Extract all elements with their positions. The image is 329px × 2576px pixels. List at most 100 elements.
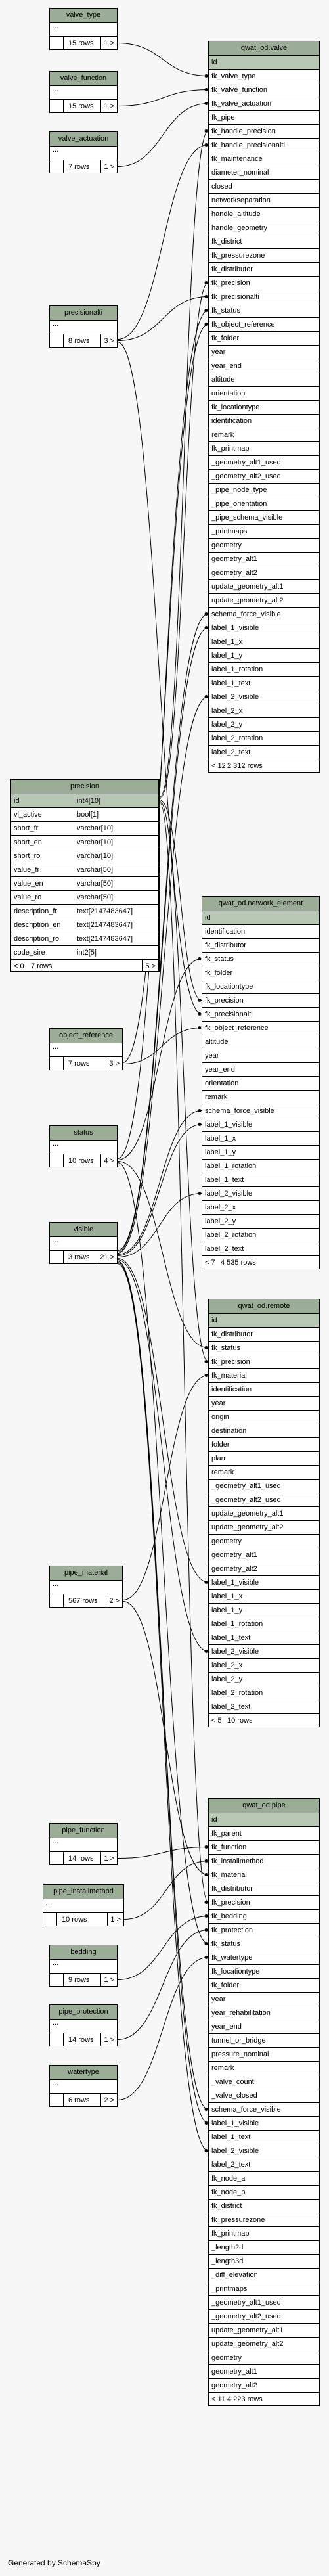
child-count[interactable]: 3 > <box>100 334 117 347</box>
table-column[interactable]: label_2_rotation <box>209 1686 319 1700</box>
table-column[interactable]: fk_status <box>209 304 319 318</box>
table-column[interactable]: altitude <box>202 1035 319 1049</box>
table-column[interactable]: schema_force_visible <box>202 1104 319 1118</box>
table-column[interactable]: fk_node_b <box>209 2186 319 2200</box>
table-column[interactable]: fk_distributor <box>202 939 319 953</box>
table-column[interactable]: label_1_text <box>202 1173 319 1187</box>
table-title[interactable]: status <box>50 1126 117 1141</box>
table-column[interactable]: label_1_visible <box>202 1118 319 1132</box>
table-title[interactable]: precisionalti <box>50 306 117 321</box>
table-title[interactable]: object_reference <box>50 1029 122 1043</box>
table-column[interactable]: geometry_alt1 <box>209 1548 319 1562</box>
table-column[interactable]: _geometry_alt1_used <box>209 456 319 470</box>
table-column[interactable]: geometry <box>209 2351 319 2365</box>
table-column[interactable]: fk_handle_precision <box>209 125 319 139</box>
table-column[interactable]: fk_status <box>209 1342 319 1355</box>
table-column[interactable]: identification <box>209 1383 319 1397</box>
table-column[interactable]: fk_district <box>209 2200 319 2213</box>
table-column[interactable]: orientation <box>202 1077 319 1091</box>
primary-key-column[interactable]: id <box>202 911 319 925</box>
table-column[interactable]: geometry_alt2 <box>209 1562 319 1576</box>
table-column[interactable]: _valve_closed <box>209 2089 319 2103</box>
table-column[interactable]: label_1_rotation <box>202 1160 319 1173</box>
table-title[interactable]: valve_function <box>50 72 117 86</box>
table-column[interactable]: _length2d <box>209 2241 319 2255</box>
child-count[interactable]: 2 > <box>100 2094 117 2106</box>
table-column[interactable]: remark <box>202 1091 319 1104</box>
child-count[interactable]: 1 > <box>100 37 117 49</box>
table-column[interactable]: fk_watertype <box>209 1951 319 1965</box>
table-column[interactable]: _pipe_node_type <box>209 484 319 497</box>
table-column[interactable]: year <box>202 1049 319 1063</box>
table-column[interactable]: fk_locationtype <box>202 980 319 994</box>
table-title[interactable]: valve_actuation <box>50 132 117 147</box>
table-column[interactable]: identification <box>202 925 319 939</box>
table-column[interactable]: _diff_elevation <box>209 2269 319 2282</box>
table-column[interactable]: fk_distributor <box>209 263 319 277</box>
table-column[interactable]: fk_protection <box>209 1924 319 1937</box>
table-column[interactable]: fk_pressurezone <box>209 249 319 263</box>
child-count[interactable]: 1 > <box>100 160 117 173</box>
table-column[interactable]: diameter_nominal <box>209 166 319 180</box>
child-count[interactable]: 3 > <box>106 1057 122 1070</box>
table-column[interactable]: label_2_text <box>209 2158 319 2172</box>
table-column[interactable]: label_1_y <box>202 1146 319 1160</box>
table-column[interactable]: plan <box>209 1452 319 1466</box>
table-column[interactable]: folder <box>209 1438 319 1452</box>
parent-count[interactable]: < 7 <box>205 1259 215 1267</box>
table-column[interactable]: fk_distributor <box>209 1882 319 1896</box>
parent-count[interactable]: < 0 <box>14 962 24 970</box>
table-column[interactable]: fk_handle_precisionalti <box>209 139 319 152</box>
table-column[interactable]: _pipe_schema_visible <box>209 511 319 525</box>
table-column[interactable]: label_2_rotation <box>209 732 319 746</box>
table-column[interactable]: year <box>209 346 319 359</box>
table-column[interactable]: label_1_text <box>209 677 319 690</box>
table-column[interactable]: fk_function <box>209 1841 319 1855</box>
table-column[interactable]: _length3d <box>209 2255 319 2269</box>
table-column[interactable]: label_1_x <box>209 1590 319 1604</box>
table-title[interactable]: pipe_material <box>50 1566 122 1581</box>
table-column[interactable]: schema_force_visible <box>209 2103 319 2117</box>
table-column[interactable]: fk_distributor <box>209 1328 319 1342</box>
table-column[interactable]: fk_status <box>202 953 319 966</box>
table-column[interactable]: label_1_text <box>209 1631 319 1645</box>
child-count[interactable]: 2 > <box>106 1594 122 1607</box>
table-column[interactable]: year <box>209 1397 319 1411</box>
table-column[interactable]: geometry_alt1 <box>209 2365 319 2379</box>
table-column[interactable]: fk_material <box>209 1369 319 1383</box>
table-column[interactable]: label_1_visible <box>209 2117 319 2131</box>
table-column[interactable]: fk_parent <box>209 1827 319 1841</box>
table-column[interactable]: label_2_visible <box>209 2144 319 2158</box>
table-column[interactable]: update_geometry_alt1 <box>209 580 319 594</box>
table-column[interactable]: label_2_visible <box>209 690 319 704</box>
table-column[interactable]: label_2_x <box>202 1201 319 1215</box>
table-column[interactable]: _pipe_orientation <box>209 497 319 511</box>
table-column[interactable]: label_2_y <box>202 1215 319 1229</box>
table-column[interactable]: fk_object_reference <box>209 318 319 332</box>
table-title[interactable]: visible <box>50 1223 117 1237</box>
table-column[interactable]: geometry_alt2 <box>209 566 319 580</box>
parent-count[interactable]: < 5 <box>211 1717 222 1725</box>
table-column[interactable]: year_end <box>209 2020 319 2034</box>
table-column[interactable]: fk_precision <box>209 277 319 290</box>
table-column[interactable]: update_geometry_alt2 <box>209 594 319 608</box>
table-column[interactable]: label_1_x <box>209 635 319 649</box>
table-column[interactable]: fk_pressurezone <box>209 2213 319 2227</box>
child-count[interactable]: 4 > <box>100 1154 117 1167</box>
table-column[interactable]: fk_precisionalti <box>202 1008 319 1022</box>
child-count[interactable]: 1 > <box>100 1852 117 1864</box>
table-column[interactable]: update_geometry_alt2 <box>209 2338 319 2351</box>
